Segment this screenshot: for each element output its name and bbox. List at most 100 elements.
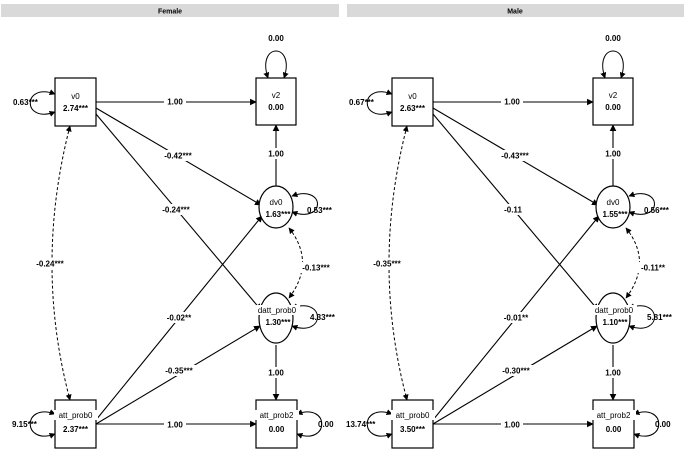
svg-text:-0.24***: -0.24*** [36,260,64,269]
loop-att-prob0 [29,409,56,439]
node-att-prob0: att_prob0 2.37*** [54,399,98,449]
variance-att-prob2: 0.00 [318,420,334,429]
variance-v0: 0.63*** [13,98,39,107]
loop-v2 [263,50,289,79]
cov-v0-att-prob0 [51,125,72,401]
svg-text:datt_prob0: datt_prob0 [595,306,634,315]
label-dv0-v2: 1.00 [265,148,287,159]
svg-text:att_prob2: att_prob2 [597,411,631,420]
svg-text:0.00: 0.00 [268,103,284,112]
node-v0: v0 2.74*** [54,77,97,127]
svg-text:-0.01**: -0.01** [504,314,529,323]
facet-title: Female [158,9,182,16]
variance-att-prob2: 0.00 [655,420,671,429]
label-datt-prob0-att-prob2: 1.00 [265,367,287,378]
svg-text:1.55***: 1.55*** [603,210,629,219]
label-att-prob0-datt-prob0: -0.30*** [498,365,534,376]
loop-att-prob2 [633,409,660,439]
svg-text:-0.43***: -0.43*** [501,152,529,161]
loop-att-prob2 [296,409,323,439]
variance-v2: 0.00 [268,34,284,43]
svg-text:-0.35***: -0.35*** [373,260,401,269]
node-att-prob2: att_prob2 0.00 [591,399,636,449]
svg-text:1.00: 1.00 [167,98,183,107]
svg-text:-0.11**: -0.11** [641,264,666,273]
variance-datt-prob0: 5.81*** [647,313,673,322]
node-datt-prob0: datt_prob0 1.30*** [254,292,300,344]
svg-text:0.00: 0.00 [605,103,621,112]
facet-strip [347,4,684,17]
label-dv0-v2: 1.00 [602,148,624,159]
svg-text:v2: v2 [609,91,618,100]
facet-title: Male [507,9,523,16]
svg-text:1.00: 1.00 [504,98,520,107]
svg-text:1.00: 1.00 [268,369,284,378]
label-cov-dv0-datt-prob0: -0.13*** [298,262,334,273]
svg-text:att_prob0: att_prob0 [59,411,93,420]
panel-male: Male 1.00 -0.43*** -0.11 1.00 -0.11** -0… [346,4,684,449]
svg-text:1.00: 1.00 [504,421,520,430]
node-v0: v0 2.63*** [391,77,434,127]
label-v0-dv0: -0.43*** [497,150,533,161]
loop-v2 [600,50,626,79]
loop-dv0 [628,191,655,217]
svg-text:dv0: dv0 [270,198,283,207]
svg-text:-0.42***: -0.42*** [164,152,192,161]
loop-att-prob0 [366,409,393,439]
svg-text:datt_prob0: datt_prob0 [258,306,297,315]
node-dv0: dv0 1.55*** [595,185,631,229]
label-att-prob0-dv0: -0.01** [499,312,533,323]
variance-dv0: 0.53*** [307,206,333,215]
svg-text:1.00: 1.00 [167,421,183,430]
label-att-prob0-att-prob2: 1.00 [501,419,523,430]
svg-text:-0.02**: -0.02** [167,314,192,323]
variance-v2: 0.00 [605,34,621,43]
variance-att-prob0: 9.15*** [12,420,38,429]
node-att-prob2: att_prob2 0.00 [254,399,299,449]
svg-text:dv0: dv0 [607,198,620,207]
svg-text:-0.11: -0.11 [504,206,522,215]
svg-text:2.74***: 2.74*** [63,104,89,113]
label-v0-dv0: -0.42*** [160,150,196,161]
label-att-prob0-att-prob2: 1.00 [164,419,186,430]
label-v0-v2: 1.00 [164,96,186,107]
node-dv0: dv0 1.63*** [258,185,294,229]
svg-text:1.00: 1.00 [605,369,621,378]
svg-text:1.10***: 1.10*** [603,318,629,327]
loop-dv0 [291,191,318,217]
label-att-prob0-dv0: -0.02** [162,312,196,323]
svg-text:1.63***: 1.63*** [266,210,292,219]
svg-text:0.00: 0.00 [269,425,285,434]
svg-text:1.30***: 1.30*** [266,318,292,327]
label-v0-v2: 1.00 [501,96,523,107]
svg-text:1.00: 1.00 [268,150,284,159]
svg-text:v0: v0 [71,92,80,101]
svg-text:att_prob0: att_prob0 [396,411,430,420]
node-v2: v2 0.00 [592,77,634,126]
svg-text:3.50***: 3.50*** [400,425,426,434]
label-cov-dv0-datt-prob0: -0.11** [635,262,671,273]
svg-text:-0.30***: -0.30*** [502,367,530,376]
svg-text:v0: v0 [408,92,417,101]
node-att-prob0: att_prob0 3.50*** [391,399,435,449]
svg-text:-0.35***: -0.35*** [165,367,193,376]
loop-v0 [29,89,56,117]
label-att-prob0-datt-prob0: -0.35*** [161,365,197,376]
svg-text:0.00: 0.00 [606,425,622,434]
variance-att-prob0: 13.74*** [346,420,376,429]
node-v2: v2 0.00 [255,77,297,126]
variance-datt-prob0: 4.33*** [310,313,336,322]
svg-text:att_prob2: att_prob2 [260,411,294,420]
label-v0-datt-prob0: -0.11 [502,204,524,215]
label-datt-prob0-att-prob2: 1.00 [602,367,624,378]
cov-v0-att-prob0 [388,125,409,401]
loop-v0 [366,89,393,117]
node-datt-prob0: datt_prob0 1.10*** [591,292,637,344]
svg-text:-0.13***: -0.13*** [302,264,330,273]
label-v0-datt-prob0: -0.24*** [158,204,194,215]
variance-dv0: 0.56*** [644,206,670,215]
label-cov-v0-att-prob0: -0.35*** [368,258,406,269]
svg-text:v2: v2 [272,91,281,100]
svg-text:-0.24***: -0.24*** [162,206,190,215]
